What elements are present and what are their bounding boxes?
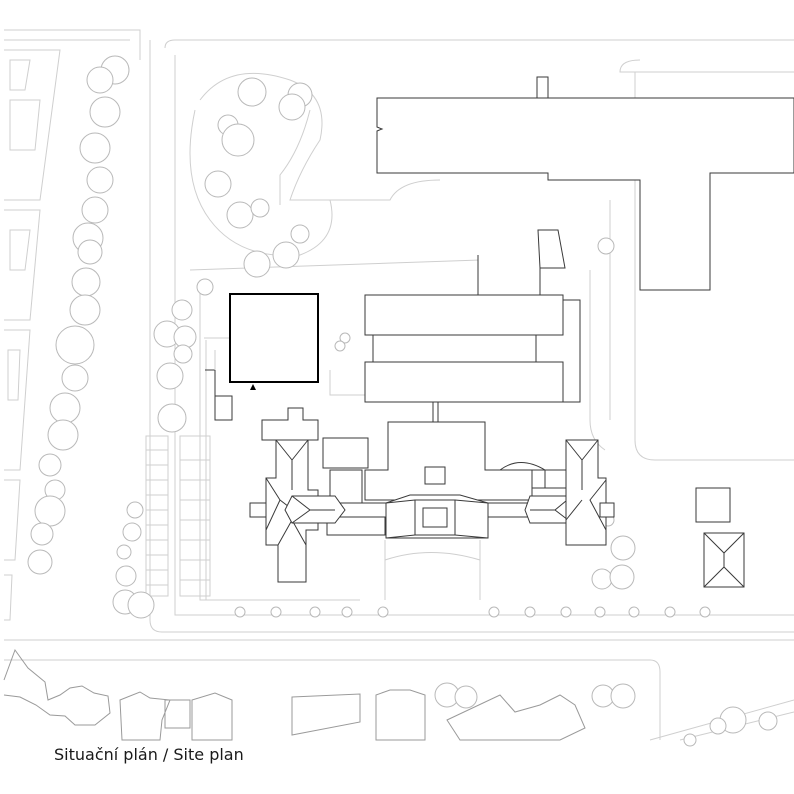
south-neighbour-buildings	[3, 648, 586, 741]
entrance-arrow-icon	[250, 384, 256, 390]
north-wing-building	[376, 76, 794, 291]
trees	[27, 55, 778, 747]
street-network	[4, 29, 794, 741]
park-paths	[189, 72, 611, 601]
plan-caption: Situační plán / Site plan	[54, 745, 244, 764]
east-outbuildings	[695, 487, 745, 588]
west-terrace	[204, 337, 233, 421]
parking-lot	[145, 435, 211, 597]
central-wing-buildings	[364, 229, 581, 423]
west-residential-block	[4, 49, 61, 621]
new-building-footprint	[229, 293, 319, 383]
historic-building-complex	[249, 407, 615, 583]
